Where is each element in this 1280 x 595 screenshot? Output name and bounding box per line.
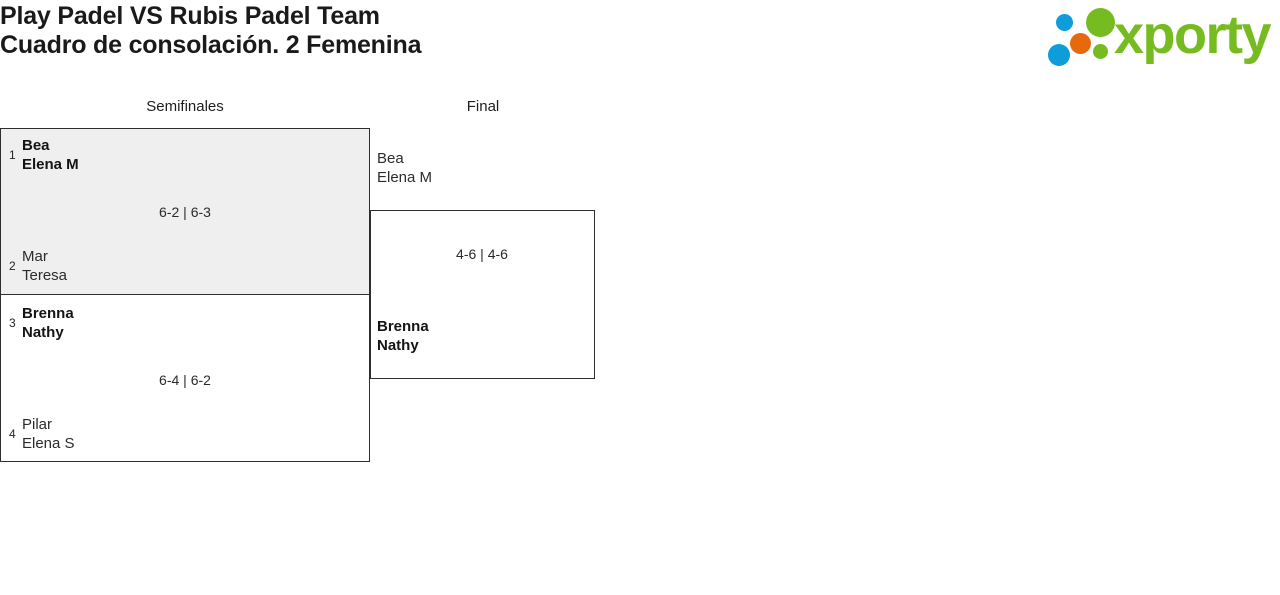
competitor-semifinal-1-top[interactable]: 1 Bea Elena M: [9, 136, 79, 174]
competitor-final-top[interactable]: Bea Elena M: [377, 149, 432, 187]
competitor-name-line-2: Nathy: [377, 337, 419, 354]
bracket-subtitle: Cuadro de consolación. 2 Femenina: [0, 31, 422, 59]
competitor-names: Brenna Nathy: [377, 317, 429, 355]
competitor-name-line-2: Elena M: [22, 156, 79, 173]
competitor-names: Mar Teresa: [22, 247, 67, 285]
seed-number: 4: [9, 426, 16, 441]
match-semifinal-1[interactable]: [0, 128, 370, 295]
competitor-names: Brenna Nathy: [22, 304, 74, 342]
logo-dot-blue-top-icon: [1056, 14, 1073, 31]
competitor-name-line-1: Mar: [22, 248, 48, 265]
logo-wordmark: xporty: [1114, 5, 1272, 65]
page-title: Play Padel VS Rubis Padel Team Cuadro de…: [0, 2, 760, 60]
logo-dot-blue-bottom-icon: [1048, 44, 1070, 66]
round-label-semifinales: Semifinales: [146, 98, 224, 115]
competitor-names: Bea Elena M: [22, 136, 79, 174]
match-semifinal-2[interactable]: [0, 294, 370, 462]
logo-dot-green-large-icon: [1086, 8, 1115, 37]
logo-dot-green-small-icon: [1093, 44, 1108, 59]
logo-dots-icon: [1048, 8, 1120, 66]
match-final[interactable]: [370, 210, 595, 379]
logo-dot-orange-icon: [1070, 33, 1091, 54]
competitor-name-line-1: Brenna: [377, 318, 429, 335]
competitor-name-line-2: Elena S: [22, 435, 75, 452]
xporty-logo[interactable]: xporty: [1048, 5, 1272, 66]
tournament-name: Play Padel VS Rubis Padel Team: [0, 2, 380, 30]
round-label-final: Final: [466, 98, 500, 115]
seed-number: 2: [9, 258, 16, 273]
competitor-name-line-1: Brenna: [22, 305, 74, 322]
competitor-name-line-2: Teresa: [22, 267, 68, 284]
competitor-semifinal-2-top[interactable]: 3 Brenna Nathy: [9, 304, 74, 342]
competitor-name-line-1: Bea: [377, 150, 404, 167]
competitor-semifinal-2-bottom[interactable]: 4 Pilar Elena S: [9, 415, 75, 453]
score-semifinal-2: 6-4 | 6-2: [159, 372, 211, 388]
competitor-names: Bea Elena M: [377, 149, 432, 187]
competitor-name-line-1: Bea: [22, 137, 50, 154]
competitor-name-line-1: Pilar: [22, 416, 53, 433]
seed-number: 1: [9, 147, 16, 162]
competitor-name-line-2: Elena M: [377, 169, 433, 186]
score-semifinal-1: 6-2 | 6-3: [159, 204, 211, 220]
competitor-names: Pilar Elena S: [22, 415, 75, 453]
score-final: 4-6 | 4-6: [456, 246, 508, 262]
competitor-name-line-2: Nathy: [22, 324, 64, 341]
competitor-semifinal-1-bottom[interactable]: 2 Mar Teresa: [9, 247, 67, 285]
page-header: Play Padel VS Rubis Padel Team Cuadro de…: [0, 0, 1280, 82]
seed-number: 3: [9, 315, 16, 330]
competitor-final-bottom[interactable]: Brenna Nathy: [377, 317, 429, 355]
